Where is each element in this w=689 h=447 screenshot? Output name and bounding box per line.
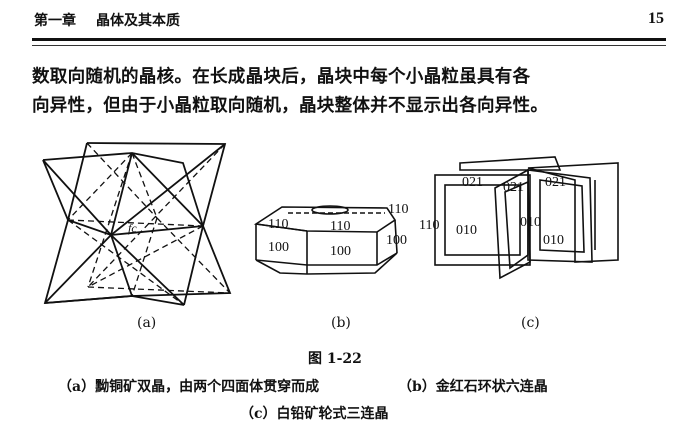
- figure-b-hexagonal-ring: [253, 205, 398, 275]
- c-face-label: 021: [462, 175, 483, 190]
- c-face-label: 110: [419, 218, 439, 233]
- figure-a-twin-tetrahedra: fc: [42, 142, 232, 306]
- panel-label-b: (b): [331, 315, 351, 331]
- b-face-label: 110: [268, 217, 288, 232]
- b-face-label: 100: [268, 240, 289, 255]
- body-line-1: 数取向随机的晶核。在长成晶块后，晶块中每个小晶粒虽具有各: [32, 67, 531, 87]
- b-face-label: 100: [330, 244, 351, 259]
- header-rule-thin: [32, 45, 666, 46]
- c-face-label: 021: [503, 180, 524, 195]
- chapter-label: 第一章: [34, 13, 76, 29]
- figure-number: 图 1-22: [308, 351, 362, 367]
- header-rule-thick: [32, 38, 666, 41]
- c-face-label: 021: [545, 175, 566, 190]
- figure-c-triplet: [434, 156, 619, 280]
- b-face-label: 110: [330, 219, 350, 234]
- b-face-label: 100: [386, 233, 407, 248]
- chapter-title: 晶体及其本质: [96, 13, 180, 29]
- caption-a: （a）黝铜矿双晶，由两个四面体贯穿而成: [58, 379, 320, 395]
- page-number: 15: [648, 10, 664, 27]
- body-line-2: 向异性，但由于小晶粒取向随机，晶块整体并不显示出各向异性。: [32, 96, 549, 116]
- c-face-label: 010: [543, 233, 564, 248]
- panel-label-c: (c): [521, 315, 540, 331]
- c-face-label: 010: [520, 215, 541, 230]
- center-mark: fc: [128, 221, 137, 235]
- caption-c: （c）白铅矿轮式三连晶: [240, 406, 389, 422]
- panel-label-a: (a): [137, 315, 157, 331]
- c-face-label: 010: [456, 223, 477, 238]
- caption-b: （b）金红石环状六连晶: [398, 379, 548, 395]
- b-face-label: 110: [388, 202, 408, 217]
